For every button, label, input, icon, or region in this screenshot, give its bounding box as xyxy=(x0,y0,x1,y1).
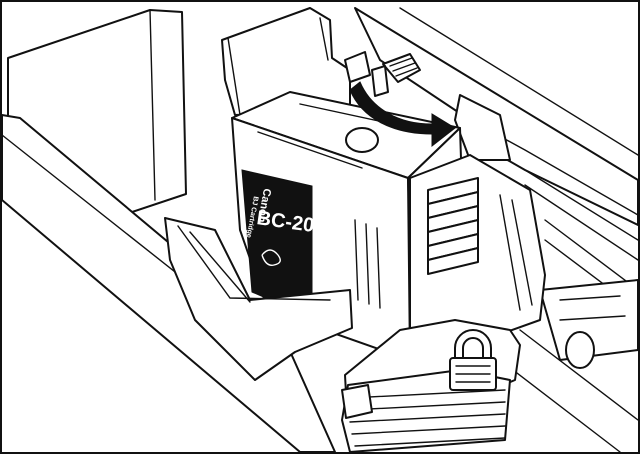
carriage-frame xyxy=(221,7,511,161)
label-brand: Canon xyxy=(255,187,273,223)
lock-lever-icon xyxy=(371,53,421,97)
padlock-icon xyxy=(449,329,497,391)
rotation-arrow-icon xyxy=(349,81,456,148)
cartridge-vent xyxy=(345,127,379,153)
cartridge-holder xyxy=(164,217,353,381)
